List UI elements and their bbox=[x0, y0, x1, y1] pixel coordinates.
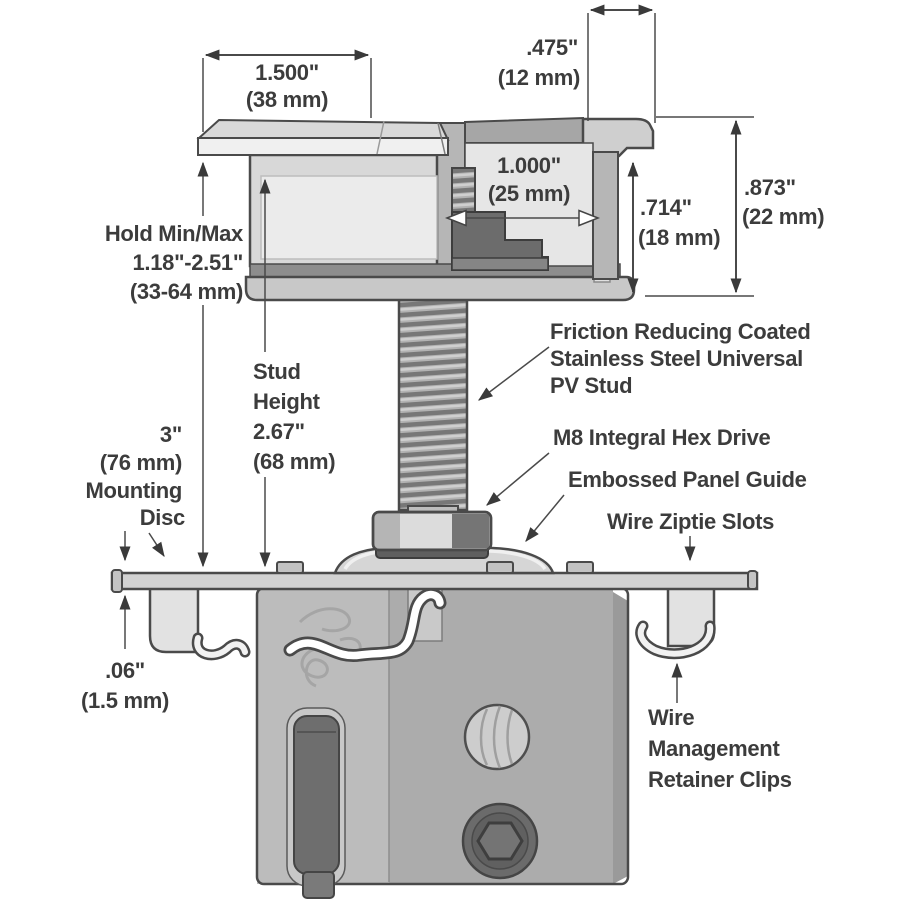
embossed-logo bbox=[298, 607, 362, 688]
hex-nut bbox=[371, 510, 493, 559]
dim-mounting-disc-line4: Disc bbox=[140, 505, 185, 530]
callout-retainer-line1: Wire bbox=[648, 705, 694, 730]
dimension-lines bbox=[119, 4, 754, 703]
dim-head-height-in: .873" bbox=[744, 175, 796, 200]
callout-pv-stud-line3: PV Stud bbox=[550, 373, 632, 398]
callout-hex-drive: M8 Integral Hex Drive bbox=[553, 425, 771, 450]
dim-tab-width-mm: (12 mm) bbox=[498, 65, 580, 90]
dim-flange-width-mm: (38 mm) bbox=[246, 87, 328, 112]
dim-slot-width-in: 1.000" bbox=[497, 153, 561, 178]
dim-stud-height-line2: Height bbox=[253, 389, 321, 414]
callout-retainer-line2: Management bbox=[648, 736, 780, 761]
dim-slot-depth-mm: (18 mm) bbox=[638, 225, 720, 250]
dim-hold-range-line3: (33-64 mm) bbox=[130, 279, 243, 304]
bracket-slot bbox=[286, 707, 346, 899]
callout-ziptie-slots: Wire Ziptie Slots bbox=[607, 509, 774, 534]
clamp-head bbox=[196, 116, 655, 302]
dim-stud-height-line1: Stud bbox=[253, 359, 301, 384]
callout-retainer-line3: Retainer Clips bbox=[648, 767, 792, 792]
pv-stud bbox=[397, 296, 469, 519]
callout-labels: Friction Reducing Coated Stainless Steel… bbox=[550, 319, 811, 792]
flange-front-face bbox=[197, 137, 449, 156]
dim-stud-height-line4: (68 mm) bbox=[253, 449, 335, 474]
wire-ziptie-slot-lugs bbox=[276, 561, 594, 574]
callout-panel-guide: Embossed Panel Guide bbox=[568, 467, 807, 492]
clamp-tab bbox=[581, 117, 655, 158]
dim-disc-thickness-in: .06" bbox=[105, 658, 145, 683]
mounting-bracket-body bbox=[255, 586, 630, 899]
threaded-hole bbox=[463, 703, 531, 771]
dim-stud-height-line3: 2.67" bbox=[253, 419, 305, 444]
dim-hold-range-line1: Hold Min/Max bbox=[105, 221, 244, 246]
left-retainer-clip bbox=[148, 584, 251, 661]
dim-slot-depth-in: .714" bbox=[640, 195, 692, 220]
hex-socket-bolt bbox=[461, 802, 539, 880]
dim-flange-width-in: 1.500" bbox=[255, 60, 319, 85]
dim-tab-width-in: .475" bbox=[526, 35, 578, 60]
right-retainer-clip bbox=[635, 584, 716, 660]
management-wire bbox=[283, 588, 447, 663]
dim-hold-range-line2: 1.18"-2.51" bbox=[132, 250, 243, 275]
stud-top-threads bbox=[451, 167, 476, 213]
dim-disc-thickness-mm: (1.5 mm) bbox=[81, 688, 169, 713]
dim-slot-width-mm: (25 mm) bbox=[488, 181, 570, 206]
dim-mounting-disc-line3: Mounting bbox=[85, 478, 182, 503]
callout-pv-stud-line2: Stainless Steel Universal bbox=[550, 346, 803, 371]
callout-pv-stud-line1: Friction Reducing Coated bbox=[550, 319, 810, 344]
dim-head-height-mm: (22 mm) bbox=[742, 204, 824, 229]
dimension-labels: 1.500" (38 mm) .475" (12 mm) 1.000" (25 … bbox=[81, 35, 825, 713]
dim-mounting-disc-line2: (76 mm) bbox=[100, 450, 182, 475]
dim-mounting-disc-line1: 3" bbox=[160, 422, 182, 447]
